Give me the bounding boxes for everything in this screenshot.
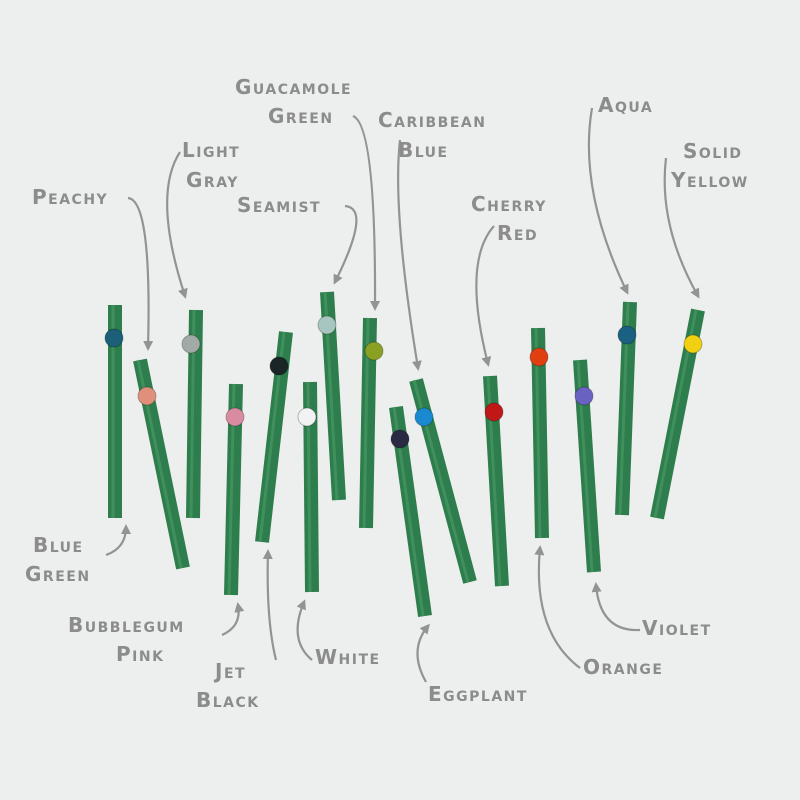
straws xyxy=(104,291,705,617)
straw-eggplant xyxy=(389,406,432,617)
straw-solid-yellow xyxy=(650,308,705,520)
label-eggplant: Eggplant xyxy=(428,682,528,706)
arrow-jet-black xyxy=(262,549,278,661)
straw-white xyxy=(297,381,319,593)
label-caribbean-2: Blue xyxy=(398,138,449,162)
straw-orange xyxy=(529,327,549,539)
arrow-cherry-red xyxy=(475,225,495,367)
color-dot xyxy=(683,334,703,354)
straw-cherry-red xyxy=(483,375,509,587)
arrow-violet xyxy=(591,582,641,632)
arrow-orange xyxy=(534,545,581,669)
straw-caribbean-blue xyxy=(409,378,477,584)
label-blue-green-1: Blue xyxy=(33,533,84,557)
color-dot xyxy=(574,386,594,406)
arrow-peachy xyxy=(127,196,154,351)
arrow-eggplant xyxy=(416,623,430,683)
label-cherry-1: Cherry xyxy=(471,192,547,216)
straw-seamist xyxy=(317,291,346,501)
color-dot xyxy=(225,407,245,427)
label-caribbean-1: Caribbean xyxy=(378,108,486,132)
straw-bubblegum-pink xyxy=(224,383,245,596)
arrow-bubblegum-pink xyxy=(221,602,245,637)
straw-aqua xyxy=(615,301,637,516)
label-guacamole-2: Green xyxy=(268,104,334,128)
label-cherry-2: Red xyxy=(497,221,538,245)
label-aqua: Aqua xyxy=(598,93,653,117)
color-dot xyxy=(137,386,157,406)
arrow-aqua xyxy=(587,107,629,295)
label-light-gray-2: Gray xyxy=(186,168,239,192)
label-solid-yellow-2: Yellow xyxy=(670,168,749,192)
arrow-white xyxy=(296,599,313,661)
color-dot xyxy=(297,407,317,427)
straw-violet xyxy=(573,359,601,573)
label-white: White xyxy=(315,645,381,669)
arrow-caribbean-blue xyxy=(397,139,422,371)
color-dot xyxy=(317,315,337,335)
arrow-guacamole-green xyxy=(352,114,381,311)
straw-blue-green xyxy=(104,305,124,518)
label-blue-green-2: Green xyxy=(25,562,91,586)
arrow-blue-green xyxy=(105,524,131,557)
color-dot xyxy=(617,325,637,345)
straw-jet-black xyxy=(255,331,293,543)
label-jet-black-2: Black xyxy=(196,688,260,712)
straw-guacamole-green xyxy=(359,317,384,529)
label-bubblegum-2: Pink xyxy=(116,642,164,666)
label-bubblegum-1: Bubblegum xyxy=(68,613,185,637)
arrows xyxy=(105,107,700,683)
arrow-solid-yellow xyxy=(663,157,700,299)
labels: Peachy Light Gray Guacamole Green Caribb… xyxy=(25,75,749,712)
label-seamist: Seamist xyxy=(237,193,321,217)
color-dot xyxy=(181,334,201,354)
label-peachy: Peachy xyxy=(32,185,108,209)
label-light-gray-1: Light xyxy=(182,138,240,162)
straw-peachy xyxy=(133,358,190,570)
color-dot xyxy=(484,402,504,422)
color-dot xyxy=(390,429,410,449)
color-dot xyxy=(269,356,289,376)
color-dot xyxy=(364,341,384,361)
color-dot xyxy=(529,347,549,367)
arrow-light-gray xyxy=(166,151,188,299)
color-dot xyxy=(104,328,124,348)
label-violet: Violet xyxy=(642,616,712,640)
label-guacamole-1: Guacamole xyxy=(235,75,352,99)
arrow-seamist xyxy=(333,204,358,285)
label-solid-yellow-1: Solid xyxy=(683,139,743,163)
color-dot xyxy=(414,407,434,427)
label-jet-black-1: Jet xyxy=(213,659,246,683)
label-orange: Orange xyxy=(583,655,663,679)
straw-light-gray xyxy=(181,309,203,519)
